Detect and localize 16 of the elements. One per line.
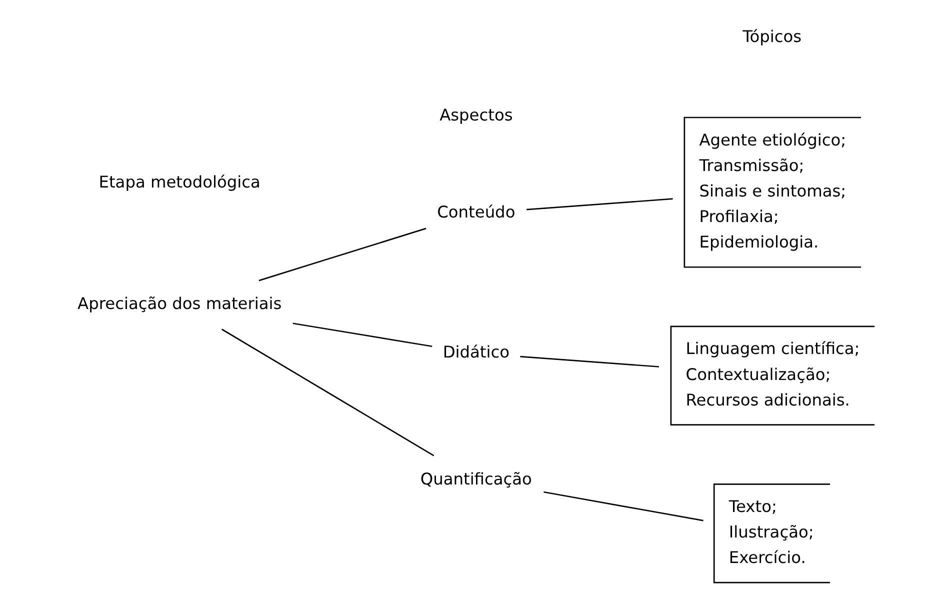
label: Tópicos	[742, 27, 802, 46]
node-text: Conteúdo	[436, 202, 515, 222]
label: Aspectos	[439, 105, 512, 124]
node-text: Agente etiológico; Transmissão; Sinais e sintomas; Profilaxia; Epidemiologia.	[698, 130, 846, 252]
node-text: Apreciação dos materiais	[77, 294, 282, 314]
label: Etapa metodológica	[98, 172, 260, 192]
connector	[520, 356, 659, 368]
connector	[258, 228, 426, 282]
connector	[526, 198, 672, 210]
connector	[292, 322, 432, 348]
node-text: Didático	[442, 342, 510, 362]
node-text: Quantificação	[420, 469, 532, 488]
node-text: Texto; Ilustração; Exercício.	[728, 496, 814, 568]
connector	[543, 491, 703, 522]
connector	[220, 328, 434, 456]
node-text: Linguagem científica; Contextualização; Recursos adicionais.	[685, 339, 860, 410]
